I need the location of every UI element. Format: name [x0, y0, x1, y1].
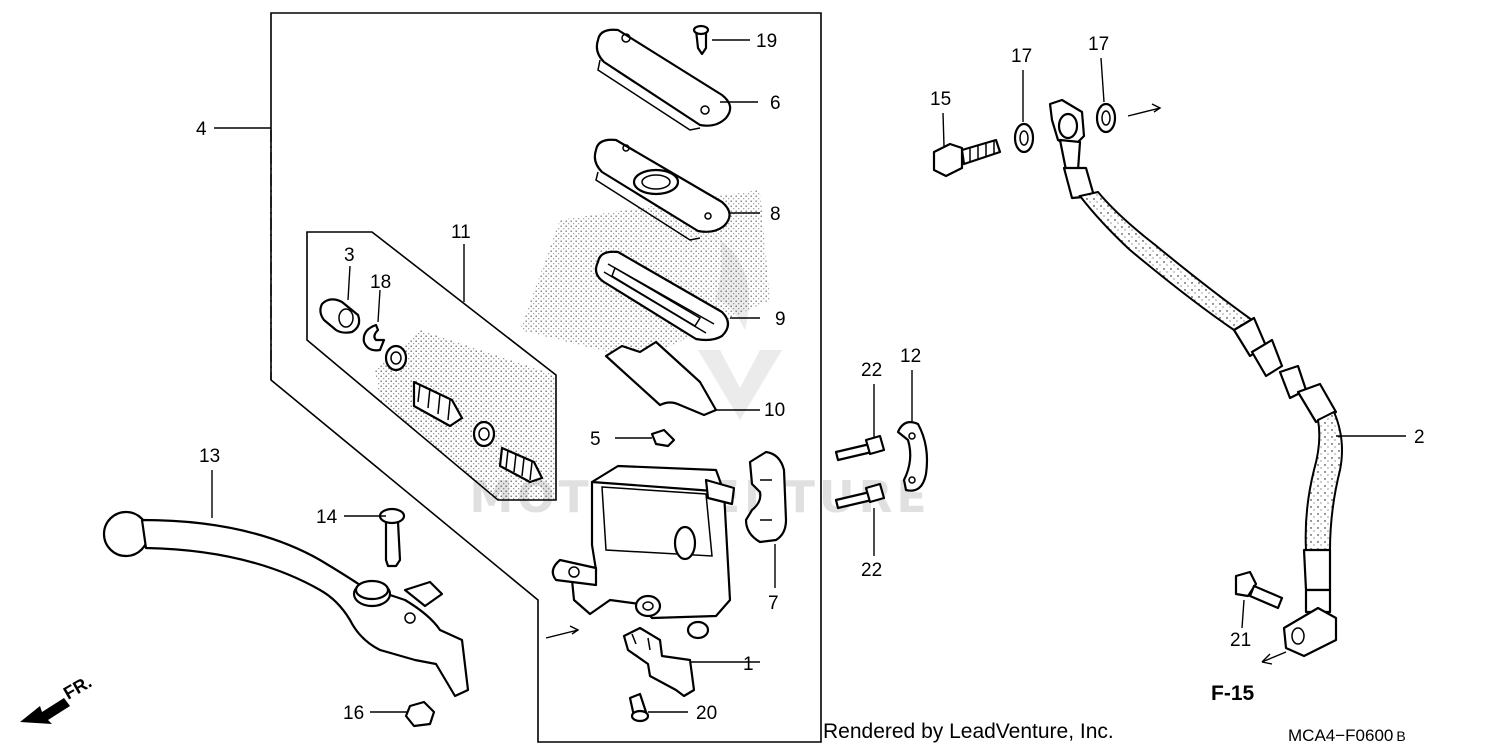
- callout-9: 9: [775, 309, 786, 330]
- boot: [319, 298, 361, 334]
- callout-7: 7: [768, 593, 779, 614]
- callout-15: 15: [930, 89, 951, 110]
- switch-screw: [628, 692, 650, 723]
- kit-frame: [270, 12, 822, 743]
- callout-16: 16: [343, 703, 364, 724]
- callout-3: 3: [344, 245, 355, 266]
- brake-hose: [932, 98, 1343, 658]
- master-cylinder-body: [551, 464, 736, 640]
- callout-19: 19: [756, 31, 777, 52]
- callout-12: 12: [900, 346, 921, 367]
- brake-lever: [102, 510, 470, 698]
- snap-ring: [362, 323, 386, 352]
- front-direction-label: FR.: [60, 672, 95, 704]
- render-credit: Rendered by LeadVenture, Inc.: [823, 720, 1114, 743]
- callout-10: 10: [764, 400, 785, 421]
- diagram-code-suffix: B: [1396, 728, 1405, 744]
- callout-labels: 1 2 3 4 5 6 7 8 9 10 11 12 13 14 15 16 1…: [196, 31, 1425, 724]
- section-reference: F-15: [1211, 682, 1255, 705]
- hose-clamp: [896, 421, 929, 492]
- clamp-bolts: [834, 434, 886, 510]
- callout-14: 14: [316, 507, 338, 528]
- direction-arrows: [545, 103, 1287, 665]
- pivot-nut: [404, 700, 436, 728]
- diaphragm-plate: [593, 138, 731, 241]
- front-arrow-icon: FR.: [20, 672, 95, 724]
- brake-switch: [622, 626, 696, 698]
- callout-17-left: 17: [1011, 46, 1032, 67]
- callout-20: 20: [696, 703, 717, 724]
- cap-screw: [692, 24, 710, 56]
- callout-22-top: 22: [861, 360, 882, 381]
- bar-holder: [744, 450, 788, 544]
- callout-13: 13: [199, 446, 220, 467]
- callout-11: 11: [451, 222, 471, 243]
- pivot-bolt: [378, 507, 406, 568]
- leader-lines: [211, 39, 1406, 713]
- callout-6: 6: [770, 93, 781, 114]
- reservoir-cap: [595, 28, 732, 131]
- callout-4: 4: [196, 119, 207, 140]
- callout-21: 21: [1230, 630, 1251, 651]
- reservoir-float: [604, 340, 718, 417]
- piston-assembly: [384, 344, 544, 484]
- diagram-code-main: MCA4−F0600: [1288, 726, 1393, 745]
- callout-17-right: 17: [1088, 34, 1109, 55]
- callout-1: 1: [743, 654, 754, 675]
- diaphragm: [594, 250, 730, 342]
- callout-2: 2: [1414, 427, 1425, 448]
- callout-5: 5: [590, 429, 601, 450]
- callout-22-bottom: 22: [861, 560, 882, 581]
- callout-8: 8: [770, 204, 781, 225]
- small-clip: [650, 428, 676, 448]
- callout-18: 18: [370, 272, 391, 293]
